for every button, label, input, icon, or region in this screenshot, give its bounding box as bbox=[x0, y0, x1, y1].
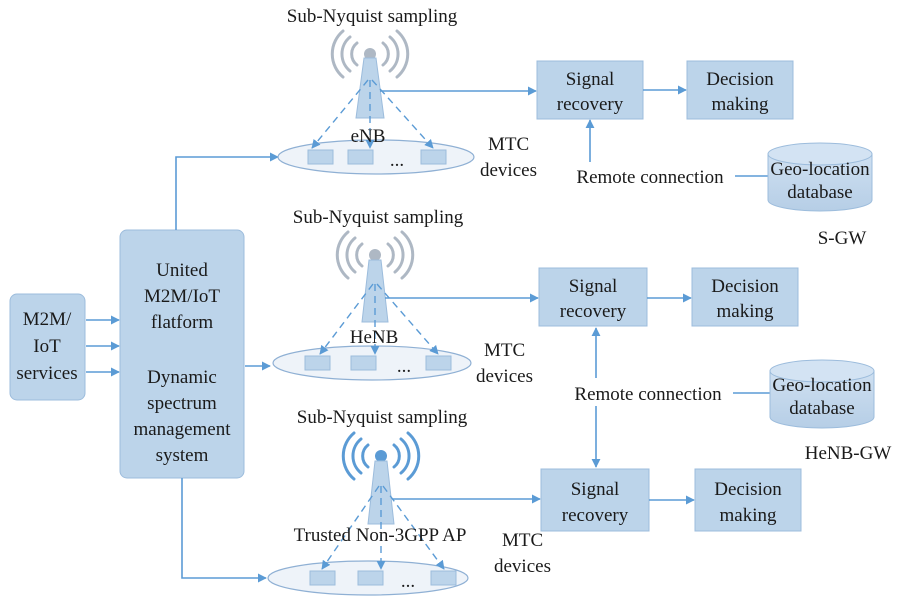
bottom-recovery-label-line1: Signal bbox=[571, 479, 620, 500]
platform-to-top-devices-arrow bbox=[175, 152, 279, 230]
bottom-devices-ellipsis: ... bbox=[401, 571, 415, 592]
middle-mtc-device-1 bbox=[304, 355, 331, 371]
middle-station-label: HeNB bbox=[350, 327, 399, 348]
top-mtc-device-1 bbox=[307, 149, 334, 165]
platform-label-line1: United bbox=[156, 260, 208, 281]
middle-recovery-label-line2: recovery bbox=[560, 301, 627, 322]
bottom-decision-making-box: Decision making bbox=[694, 468, 802, 532]
bottom-mtc-device-3 bbox=[430, 570, 457, 586]
middle-recovery-label-line1: Signal bbox=[569, 276, 618, 297]
platform-label-line3: flatform bbox=[151, 312, 213, 333]
top-station-label: eNB bbox=[351, 126, 386, 147]
top-remote-connection-label: Remote connection bbox=[576, 167, 724, 188]
middle-geo-database-icon: Geo-location database bbox=[769, 359, 875, 429]
bottom-mtc-label-line1: MTC bbox=[502, 530, 543, 551]
top-recovery-label-line1: Signal bbox=[566, 69, 615, 90]
bottom-decision-label-line2: making bbox=[720, 505, 777, 526]
services-label-line3: services bbox=[16, 363, 77, 384]
middle-signal-recovery-box: Signal recovery bbox=[538, 267, 648, 327]
bottom-signal-recovery-box: Signal recovery bbox=[540, 468, 650, 532]
middle-mtc-device-2 bbox=[350, 355, 377, 371]
platform-label-line4: Dynamic bbox=[147, 367, 217, 388]
bottom-sampling-label: Sub-Nyquist sampling bbox=[297, 407, 468, 428]
m2m-iot-services-box: M2M/ IoT services bbox=[9, 293, 86, 401]
bottom-recovery-label-line2: recovery bbox=[562, 505, 629, 526]
bottom-mtc-device-2 bbox=[357, 570, 384, 586]
middle-geo-label-line2: database bbox=[789, 398, 854, 419]
top-gateway-label: S-GW bbox=[818, 228, 867, 249]
platform-label-line6: management bbox=[133, 419, 231, 440]
middle-decision-making-box: Decision making bbox=[691, 267, 799, 327]
top-recovery-label-line2: recovery bbox=[557, 94, 624, 115]
top-sampling-label: Sub-Nyquist sampling bbox=[287, 6, 458, 27]
top-geo-label-line2: database bbox=[787, 182, 852, 203]
bottom-mtc-label-line2: devices bbox=[494, 556, 551, 577]
bottom-dashed-arrow-1 bbox=[321, 485, 380, 570]
middle-devices-ellipsis: ... bbox=[397, 356, 411, 377]
enb-tower-icon bbox=[330, 29, 410, 119]
bottom-dashed-arrow-3 bbox=[382, 485, 445, 570]
bottom-decision-label-line1: Decision bbox=[714, 479, 782, 500]
middle-decision-label-line1: Decision bbox=[711, 276, 779, 297]
middle-remote-connection-label: Remote connection bbox=[574, 384, 722, 405]
middle-sampling-label: Sub-Nyquist sampling bbox=[293, 207, 464, 228]
bottom-station-label: Trusted Non-3GPP AP bbox=[294, 525, 467, 546]
middle-geo-label-line1: Geo-location bbox=[772, 375, 872, 396]
middle-mtc-device-3 bbox=[425, 355, 452, 371]
top-devices-ellipsis: ... bbox=[390, 150, 404, 171]
top-dashed-arrow-1 bbox=[311, 79, 369, 149]
services-label-line2: IoT bbox=[33, 336, 61, 357]
top-decision-label-line1: Decision bbox=[706, 69, 774, 90]
platform-label-line7: system bbox=[156, 445, 209, 466]
middle-decision-label-line2: making bbox=[717, 301, 774, 322]
top-decision-label-line2: making bbox=[712, 94, 769, 115]
united-platform-box: United M2M/IoT flatform Dynamic spectrum… bbox=[119, 229, 245, 479]
bottom-mtc-device-1 bbox=[309, 570, 336, 586]
middle-mtc-label-line2: devices bbox=[476, 366, 533, 387]
platform-to-bottom-devices-arrow bbox=[181, 478, 267, 583]
platform-label-line5: spectrum bbox=[147, 393, 217, 414]
top-mtc-label-line2: devices bbox=[480, 160, 537, 181]
top-mtc-device-3 bbox=[420, 149, 447, 165]
top-mtc-device-2 bbox=[347, 149, 374, 165]
top-mtc-label-line1: MTC bbox=[488, 134, 529, 155]
middle-mtc-label-line1: MTC bbox=[484, 340, 525, 361]
platform-label-line2: M2M/IoT bbox=[144, 286, 220, 307]
middle-dashed-arrow-1 bbox=[319, 283, 374, 355]
middle-dashed-arrow-3 bbox=[376, 283, 439, 355]
top-geo-label-line1: Geo-location bbox=[770, 159, 870, 180]
top-geo-database-icon: Geo-location database bbox=[767, 142, 873, 212]
middle-gateway-label: HeNB-GW bbox=[805, 443, 892, 464]
top-signal-recovery-box: Signal recovery bbox=[536, 60, 644, 120]
services-label-line1: M2M/ bbox=[23, 309, 72, 330]
top-decision-making-box: Decision making bbox=[686, 60, 794, 120]
